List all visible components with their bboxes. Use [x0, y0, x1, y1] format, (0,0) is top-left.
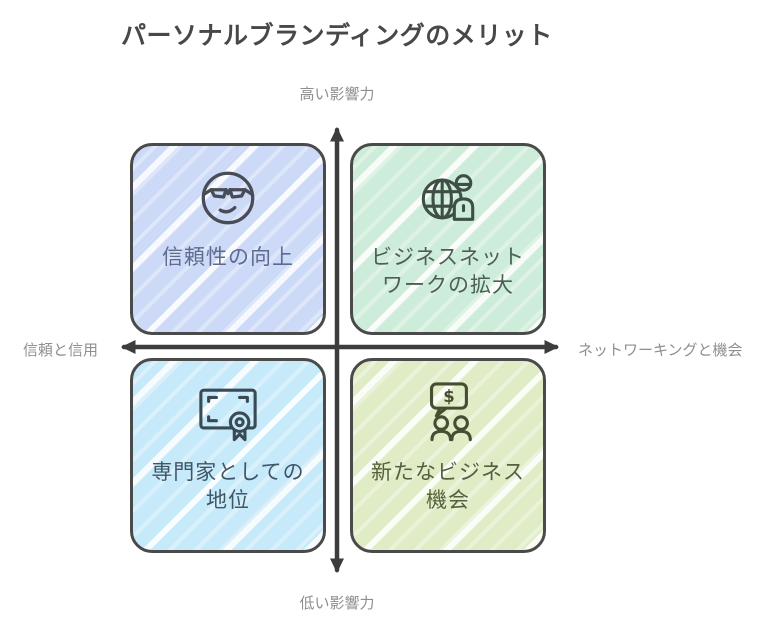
cool-face-icon	[197, 166, 259, 228]
axis-label-left: 信頼と信用	[22, 342, 98, 359]
dollar-chat-people-icon: $	[417, 381, 479, 443]
certificate-icon	[197, 381, 259, 443]
axis-label-top: 高い影響力	[299, 86, 375, 103]
quadrant-new-business: $ 新たなビジネス機会	[350, 358, 546, 553]
quadrant-label: 新たなビジネス機会	[371, 461, 525, 512]
page-title: パーソナルブランディングのメリット	[121, 22, 553, 50]
quadrant-expert-status: 専門家としての地位	[130, 358, 326, 553]
quadrant-label: 信頼性の向上	[162, 246, 294, 269]
globe-user-icon	[417, 166, 479, 228]
quadrant-credibility: 信頼性の向上	[130, 143, 326, 335]
quadrant-label: ビジネスネットワークの拡大	[371, 246, 525, 297]
quadrant-business-network: ビジネスネットワークの拡大	[350, 143, 546, 335]
axis-label-right: ネットワーキングと機会	[578, 342, 743, 359]
axis-label-bottom: 低い影響力	[299, 595, 375, 612]
svg-text:$: $	[443, 387, 454, 406]
quadrant-label: 専門家としての地位	[151, 461, 305, 512]
